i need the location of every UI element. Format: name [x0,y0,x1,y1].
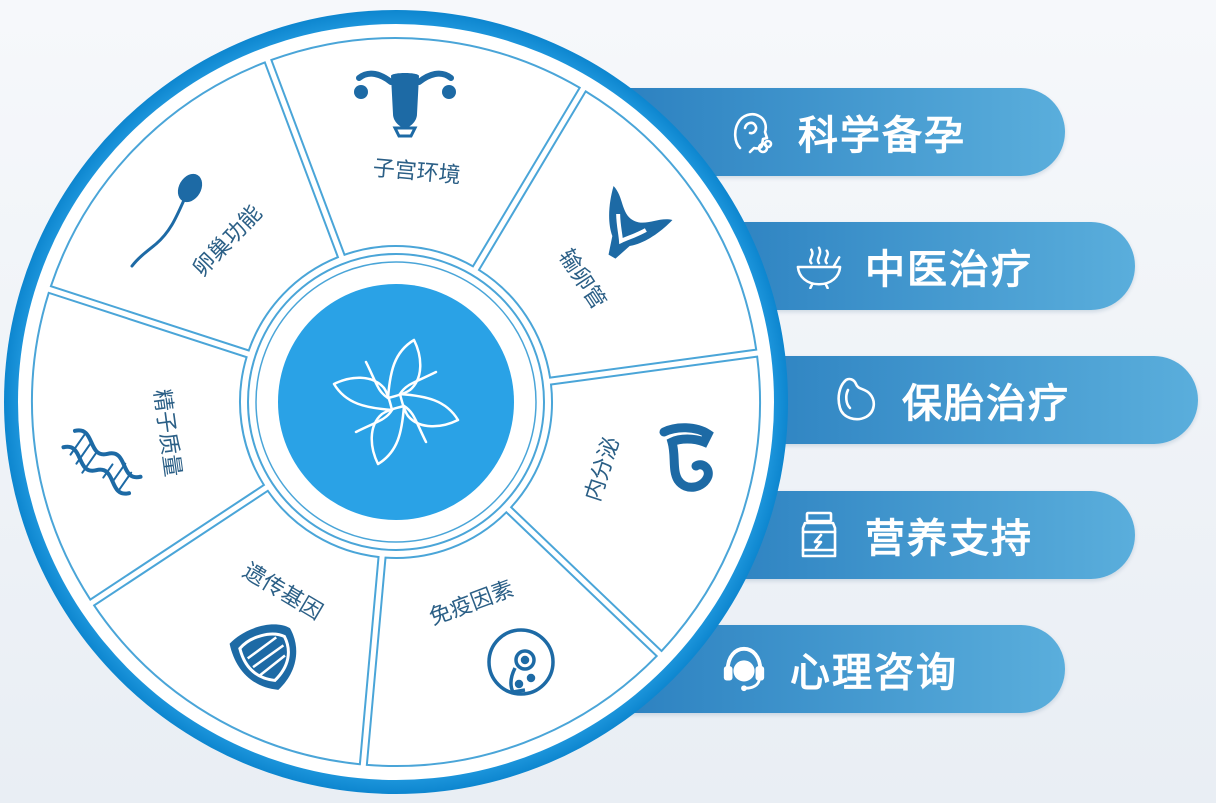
service-label: 营养支持 [865,516,1033,562]
service-label: 中医治疗 [865,247,1033,293]
herbal-bowl-icon [795,242,843,290]
wheel-segment[interactable] [92,489,380,766]
dna-icon [61,428,143,496]
head-profile-icon [728,108,776,156]
inner-ring-line [255,261,537,543]
service-pill-2[interactable]: 中医治疗 [690,222,1135,310]
wheel-segment[interactable] [365,510,659,767]
service-label: 心理咨询 [790,650,958,696]
wheel-segment[interactable] [49,61,340,352]
immune-shield-icon [229,624,297,690]
supplement-jar-icon [795,511,843,559]
headset-support-icon [720,645,768,693]
womb-icon [832,376,880,424]
endocrine-icon [487,628,555,696]
sperm-icon [130,173,203,268]
wheel-segment[interactable] [270,37,582,268]
uterus-icon [608,185,673,259]
service-pill-3[interactable]: 保胎治疗 [710,356,1198,444]
fallopian-tube-icon [659,423,714,492]
clover-leaf-logo-icon [332,338,460,466]
wheel-segment[interactable] [31,291,266,601]
center-disc [278,284,514,520]
service-label: 保胎治疗 [902,381,1070,427]
service-label: 科学备孕 [798,113,966,159]
uterus-ovary-icon [354,70,456,138]
